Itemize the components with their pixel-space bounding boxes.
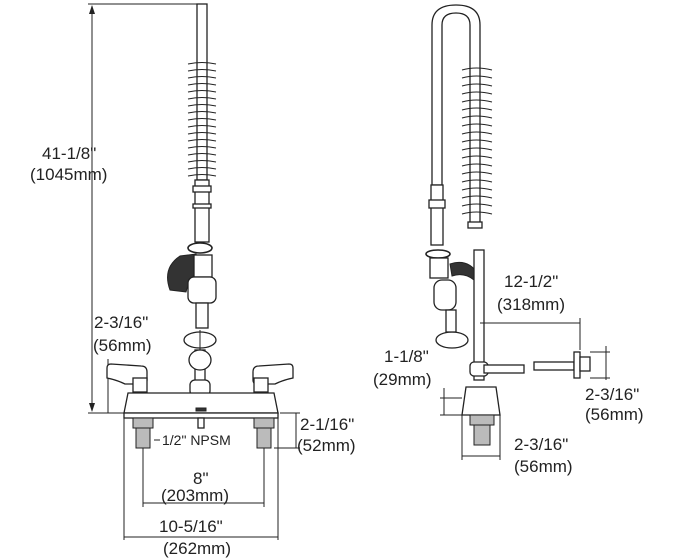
side-spray-neck xyxy=(445,309,457,333)
reach-metric: (318mm) xyxy=(497,295,565,314)
right-inlet-shank xyxy=(256,427,272,449)
left-inlet-nut xyxy=(132,417,154,429)
handle-height-imperial: 2-3/16" xyxy=(94,313,148,332)
arrow-up-icon xyxy=(89,5,95,14)
center-stud xyxy=(197,417,205,429)
side-arm xyxy=(483,364,525,374)
right-valve-stem xyxy=(253,377,269,393)
right-inlet-nut xyxy=(253,417,275,429)
side-base xyxy=(461,386,501,416)
side-spout xyxy=(533,361,575,371)
side-inlet-nut xyxy=(469,414,495,426)
side-inlet-shank xyxy=(473,424,491,446)
spray-valve-body xyxy=(193,254,213,278)
base-height-imperial: 2-1/16" xyxy=(300,415,354,434)
inlet-npsm-label: 1/2" NPSM xyxy=(162,432,231,448)
spray-head xyxy=(187,276,217,304)
logo-badge xyxy=(195,407,207,412)
depth-metric: (56mm) xyxy=(514,457,573,476)
spacing-metric: (203mm) xyxy=(161,486,229,505)
side-lower-riser xyxy=(473,249,485,381)
spray-valve-ring xyxy=(187,242,213,254)
spray-neck xyxy=(195,302,209,329)
deck-base-bottom xyxy=(123,412,279,419)
width-metric: (262mm) xyxy=(163,539,231,558)
side-spray-body xyxy=(429,257,449,279)
spring-clamp xyxy=(467,221,483,229)
left-valve-stem xyxy=(132,377,148,393)
drop-metric: (56mm) xyxy=(585,405,644,424)
handle-height-metric: (56mm) xyxy=(93,336,152,355)
side-spray-bumper xyxy=(435,331,469,349)
hose-section xyxy=(194,179,210,243)
drop-imperial: 2-3/16" xyxy=(585,385,639,404)
side-spout-flange xyxy=(573,351,581,379)
hose-ring xyxy=(192,185,212,193)
side-hose xyxy=(430,184,444,246)
arrow-down-icon xyxy=(89,403,95,412)
offset-imperial: 1-1/8" xyxy=(384,347,429,366)
side-view: 12-1/2" (318mm) 1-1/8" (29mm) 2-3/16" (5… xyxy=(373,4,644,476)
riser-coupling xyxy=(188,349,212,371)
hose-ring xyxy=(192,203,212,209)
spacing-imperial: 8" xyxy=(193,469,209,488)
reach-imperial: 12-1/2" xyxy=(504,272,558,291)
height-metric: (1045mm) xyxy=(30,165,107,184)
side-spray-ring xyxy=(425,249,451,259)
offset-metric: (29mm) xyxy=(373,370,432,389)
left-inlet-shank xyxy=(135,427,151,449)
width-imperial: 10-5/16" xyxy=(159,517,223,536)
side-spout-tip xyxy=(579,356,591,372)
spring-coil xyxy=(461,67,493,215)
depth-imperial: 2-3/16" xyxy=(514,435,568,454)
base-height-metric: (52mm) xyxy=(297,436,356,455)
side-spray-head xyxy=(433,279,457,311)
height-imperial: 41-1/8" xyxy=(42,144,96,163)
side-hose-ring xyxy=(428,199,446,209)
front-view: 41-1/8" (1045mm) 2-3/16" (56mm) xyxy=(30,3,356,558)
spring-coil xyxy=(187,62,217,177)
